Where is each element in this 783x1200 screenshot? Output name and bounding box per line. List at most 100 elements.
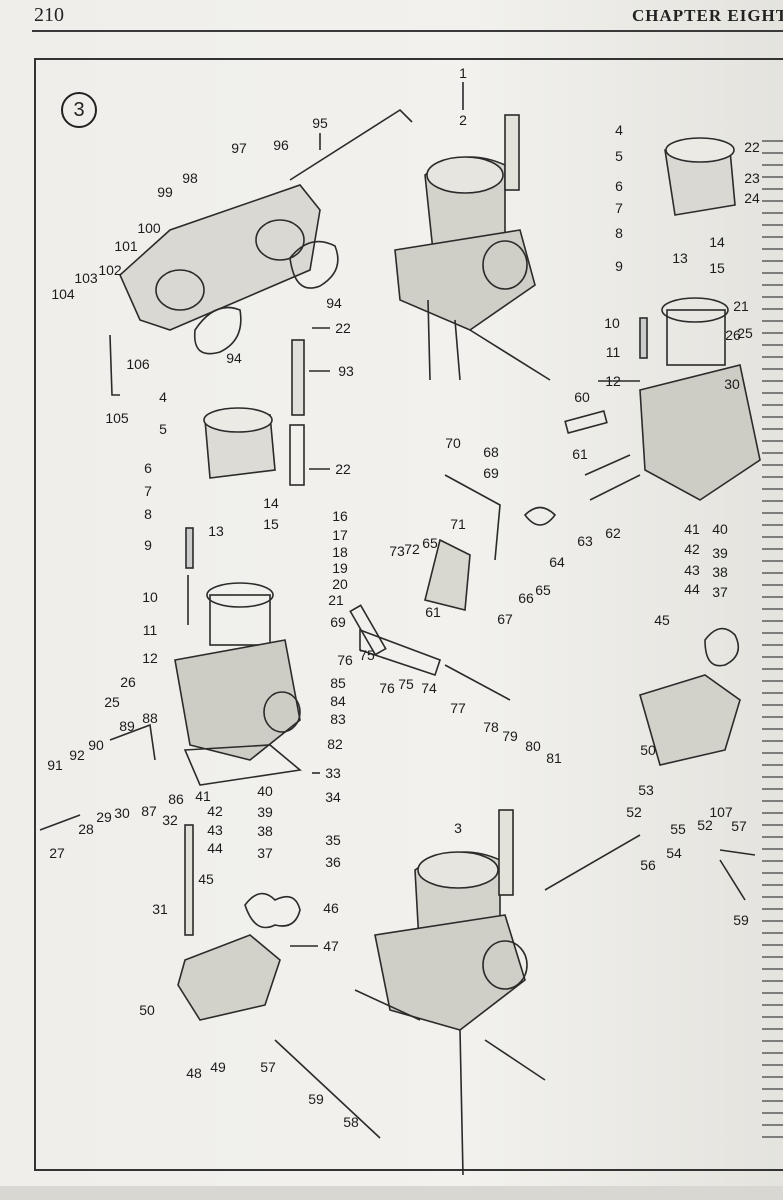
part-number-label: 106: [126, 356, 150, 372]
part-number-label: 50: [640, 742, 656, 758]
part-number-label: 72: [404, 541, 420, 557]
part-number-label: 89: [119, 718, 135, 734]
figure-frame: [34, 58, 783, 1171]
carburetor-body-left: [39, 407, 381, 1139]
lever-89: [109, 723, 156, 761]
page-bottom-edge: [0, 1186, 783, 1200]
part-number-label: 81: [546, 750, 562, 766]
part-number-label: 11: [605, 344, 621, 360]
part-number-label: 91: [47, 757, 63, 773]
part-number-label: 45: [654, 612, 670, 628]
part-number-label: 34: [325, 789, 341, 805]
part-number-label: 2: [459, 112, 467, 128]
part-number-label: 9: [615, 258, 623, 274]
tube-93: [291, 339, 305, 416]
part-number-label: 25: [737, 325, 753, 341]
part-number-label: 94: [326, 295, 342, 311]
part-number-label: 22: [335, 320, 351, 336]
part-number-label: 54: [666, 845, 682, 861]
part-number-label: 67: [497, 611, 513, 627]
part-number-label: 101: [114, 238, 138, 254]
part-number-label: 100: [137, 220, 161, 236]
part-number-label: 14: [709, 234, 725, 250]
part-number-label: 38: [712, 564, 728, 580]
part-number-label: 8: [615, 225, 623, 241]
float-46: [244, 892, 301, 929]
part-number-label: 19: [332, 560, 348, 576]
part-number-label: 88: [142, 710, 158, 726]
part-number-label: 24: [744, 190, 760, 206]
part-number-label: 76: [337, 652, 353, 668]
part-number-label: 29: [96, 809, 112, 825]
part-number-label: 43: [207, 822, 223, 838]
part-number-label: 80: [525, 738, 541, 754]
stud-105: [109, 334, 120, 396]
part-number-label: 63: [577, 533, 593, 549]
part-number-label: 16: [332, 508, 348, 524]
part-number-label: 11: [142, 622, 158, 638]
part-number-label: 28: [78, 821, 94, 837]
figure-number-badge: 3: [61, 92, 97, 128]
part-number-label: 42: [207, 803, 223, 819]
part-number-label: 30: [724, 376, 740, 392]
chapter-title: CHAPTER EIGHT: [632, 6, 783, 25]
carburetor-assembly-top: [394, 114, 551, 381]
part-number-label: 61: [425, 604, 441, 620]
part-number-label: 107: [709, 804, 733, 820]
part-number-label: 102: [98, 262, 122, 278]
part-number-label: 86: [168, 791, 184, 807]
gasket-94-lower: [193, 306, 242, 355]
part-number-label: 77: [450, 700, 466, 716]
link-rod-95: [289, 108, 413, 181]
part-number-label: 13: [672, 250, 688, 266]
part-number-label: 37: [712, 584, 728, 600]
part-number-label: 38: [257, 823, 273, 839]
carburetor-assembly-bottom: [354, 809, 546, 1176]
part-number-label: 75: [359, 647, 375, 663]
part-number-label: 25: [104, 694, 120, 710]
part-number-label: 59: [308, 1091, 324, 1107]
part-number-label: 95: [312, 115, 328, 131]
manifold-port-right: [255, 219, 305, 261]
spring-60: [564, 410, 608, 434]
part-number-label: 27: [49, 845, 65, 861]
part-number-label: 17: [332, 527, 348, 543]
part-number-label: 36: [325, 854, 341, 870]
part-number-label: 4: [159, 389, 167, 405]
part-number-label: 21: [328, 592, 344, 608]
part-number-label: 58: [343, 1114, 359, 1130]
part-number-label: 87: [141, 803, 157, 819]
screw-27: [39, 814, 81, 831]
part-number-label: 8: [144, 506, 152, 522]
part-number-label: 32: [162, 812, 178, 828]
part-number-label: 71: [450, 516, 466, 532]
part-number-label: 53: [638, 782, 654, 798]
part-number-label: 69: [330, 614, 346, 630]
part-number-label: 1: [459, 65, 467, 81]
part-number-label: 12: [142, 650, 158, 666]
manifold-port-left: [155, 269, 205, 311]
part-number-label: 64: [549, 554, 565, 570]
part-number-label: 45: [198, 871, 214, 887]
part-number-label: 41: [195, 788, 211, 804]
tube-22: [289, 424, 305, 486]
part-number-label: 5: [159, 421, 167, 437]
shaft-58: [274, 1039, 381, 1139]
part-number-label: 97: [231, 140, 247, 156]
part-number-label: 55: [670, 821, 686, 837]
part-number-label: 20: [332, 576, 348, 592]
float-bowl-left: [177, 934, 281, 1021]
part-number-label: 22: [744, 139, 760, 155]
carburetor-body-right: [544, 137, 761, 901]
part-number-label: 30: [114, 805, 130, 821]
part-number-label: 83: [330, 711, 346, 727]
part-number-label: 65: [422, 535, 438, 551]
part-number-label: 98: [182, 170, 198, 186]
part-number-label: 13: [208, 523, 224, 539]
part-number-label: 5: [615, 148, 623, 164]
part-number-label: 31: [152, 901, 168, 917]
part-number-label: 7: [144, 483, 152, 499]
part-number-label: 44: [207, 840, 223, 856]
